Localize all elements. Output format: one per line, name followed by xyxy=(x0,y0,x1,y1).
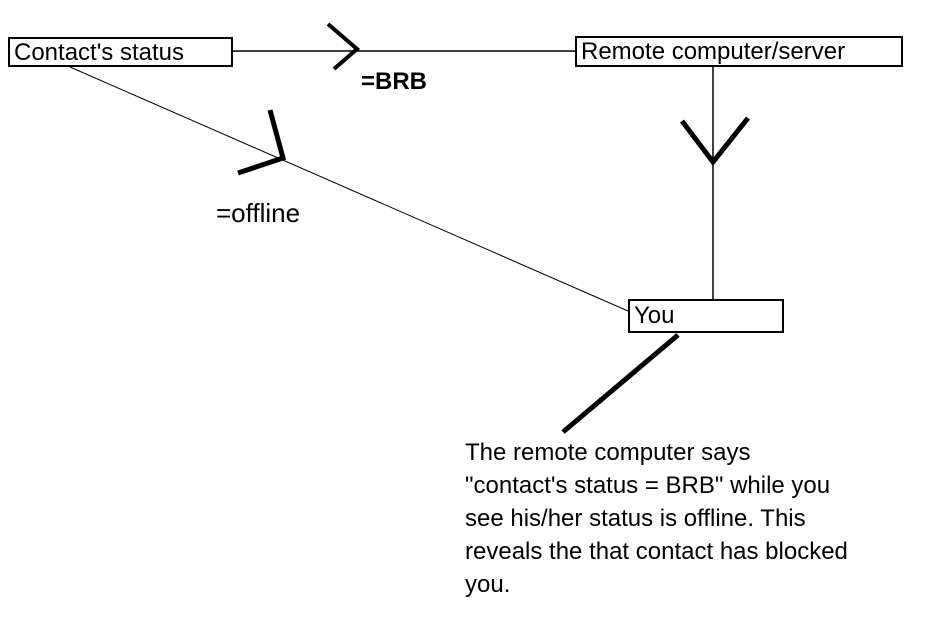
edge-label-brb: =BRB xyxy=(361,68,428,95)
caption-line: reveals the that contact has blocked xyxy=(465,538,848,565)
edge-label-offline: =offline xyxy=(216,198,301,228)
caption-line: The remote computer says xyxy=(465,439,751,466)
arrowhead-diagonal-icon xyxy=(237,109,287,176)
arrowhead-down-icon xyxy=(680,116,750,167)
arrowhead-right-icon xyxy=(326,22,361,71)
caption-line: "contact's status = BRB" while you xyxy=(465,472,831,499)
caption-line: you. xyxy=(465,571,511,598)
node-contacts-status: Contact's status xyxy=(8,37,233,67)
caption-text: The remote computer says "contact's stat… xyxy=(465,436,935,601)
node-you: You xyxy=(628,299,784,333)
caption-line: see his/her status is offline. This xyxy=(465,505,806,532)
edge-contact-to-you xyxy=(69,66,629,312)
node-remote-computer-server: Remote computer/server xyxy=(575,36,903,67)
note-pointer-line xyxy=(561,333,680,434)
